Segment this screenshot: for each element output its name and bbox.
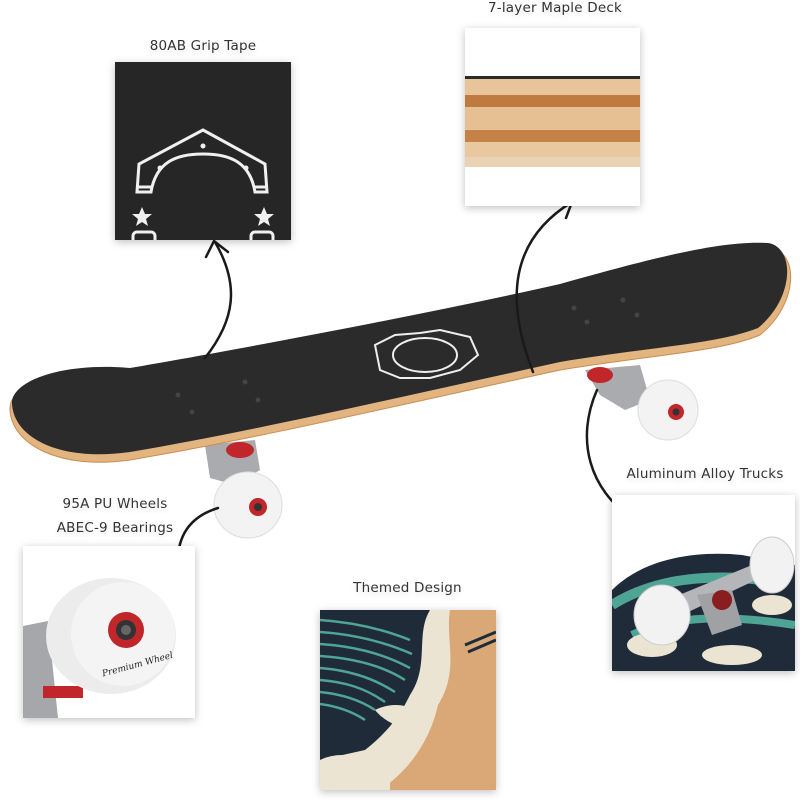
wheel-detail: Premium Wheel [23,546,195,718]
trucks-detail [612,495,795,671]
maple-deck-label: 7-layer Maple Deck [488,0,622,16]
rear-wheel [213,471,283,539]
wave-design-detail [320,610,496,790]
grip-tape-label: 80AB Grip Tape [149,38,257,54]
arrow-grip-tape [203,240,233,360]
design-label: Themed Design [353,580,462,596]
trucks-inset [612,495,795,671]
front-wheel [637,379,699,441]
front-truck [585,365,650,410]
deck-logo [373,328,480,379]
star-icon [254,207,274,226]
wheels-label-line1: 95A PU Wheels [62,496,168,512]
maple-layers-detail [465,28,640,206]
deck-grip [11,242,788,455]
wheels-inset: Premium Wheel [23,546,195,718]
star-icon [132,207,152,226]
arrow-maple-deck [515,200,574,374]
grip-tape-logo-detail [131,128,275,240]
bolt-holes [175,297,640,415]
trucks-label: Aluminum Alloy Trucks [626,466,784,482]
maple-deck-inset [465,28,640,206]
grip-tape-inset [115,62,291,240]
wheels-label-line2: ABEC-9 Bearings [56,520,174,536]
design-inset [320,610,496,790]
